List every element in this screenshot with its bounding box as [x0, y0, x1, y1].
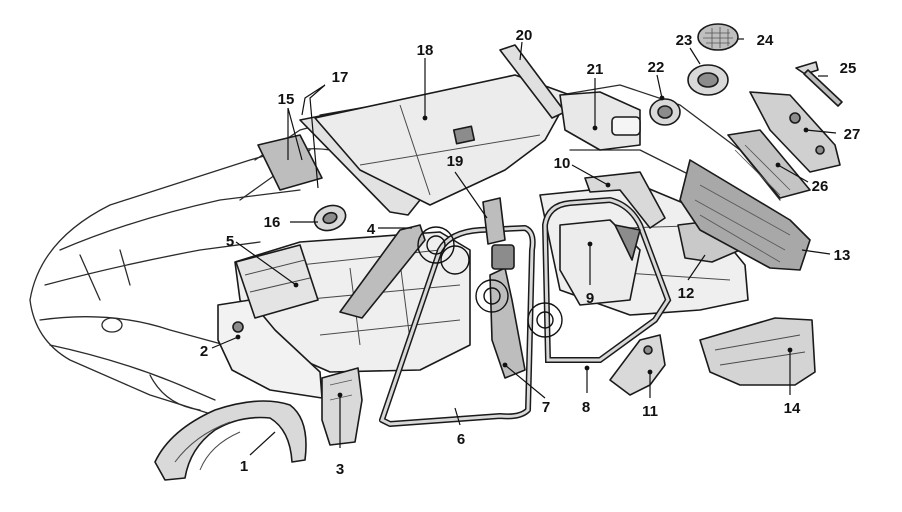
callout-23: 23 — [676, 32, 693, 49]
part-27-quarter-upper-trim — [749, 91, 841, 173]
callout-16: 16 — [264, 214, 281, 231]
callout-13: 13 — [834, 247, 851, 264]
part-24-speaker-grille — [697, 23, 739, 51]
callout-12: 12 — [678, 285, 695, 302]
callout-27: 27 — [844, 126, 861, 143]
part-19-b-pillar-upper — [482, 197, 506, 245]
part-18-headliner — [314, 74, 571, 206]
callout-22: 22 — [648, 59, 665, 76]
part-13-rear-panel-trim — [679, 159, 811, 271]
callout-14: 14 — [784, 400, 801, 417]
callout-7: 7 — [542, 399, 550, 416]
callout-4: 4 — [367, 221, 376, 238]
part-14-trunk-floor-side — [699, 317, 816, 386]
callout-3: 3 — [336, 461, 344, 478]
grommet-rings — [417, 226, 563, 338]
part-3-kick-panel — [321, 367, 363, 446]
leader-dots — [235, 95, 809, 398]
part-1-wheelhouse-liner — [154, 400, 307, 481]
part-23-speaker-cone — [687, 64, 729, 96]
part-7-b-pillar-trim — [489, 244, 526, 379]
callout-5: 5 — [226, 233, 234, 250]
part-16-dome-lamp — [313, 204, 347, 232]
part-25-retaining-pin — [795, 61, 843, 107]
callout-25: 25 — [840, 60, 857, 77]
leader-lines — [211, 38, 837, 456]
callout-15: 15 — [278, 91, 295, 108]
callout-19: 19 — [447, 153, 464, 170]
callout-9: 9 — [586, 290, 594, 307]
callout-26: 26 — [812, 178, 829, 195]
part-11-c-pillar-lower-trim — [609, 334, 666, 396]
callout-17: 17 — [332, 69, 349, 86]
part-26-trunk-strip — [727, 129, 811, 199]
callout-10: 10 — [554, 155, 571, 172]
part-9-quarter-trim — [559, 219, 641, 306]
part-5-dash-insulator — [235, 244, 319, 319]
part-21-package-tray — [559, 91, 641, 151]
part-6-front-door-weatherstrip — [379, 225, 536, 427]
callout-8: 8 — [582, 399, 590, 416]
callout-20: 20 — [516, 27, 533, 44]
part-15-visor-bracket — [257, 134, 323, 191]
callout-2: 2 — [200, 343, 208, 360]
callout-21: 21 — [587, 61, 604, 78]
callout-1: 1 — [240, 458, 248, 475]
part-10-rear-bolster — [584, 171, 666, 229]
callout-11: 11 — [642, 403, 658, 420]
callout-labels: 1 2 3 4 5 6 7 8 9 10 11 12 13 14 15 16 1… — [200, 27, 861, 478]
callout-18: 18 — [417, 42, 434, 59]
callout-6: 6 — [457, 431, 465, 448]
part-8-rear-door-weatherstrip — [541, 196, 672, 363]
part-22-speaker-mount — [649, 98, 681, 126]
callout-24: 24 — [757, 32, 774, 49]
